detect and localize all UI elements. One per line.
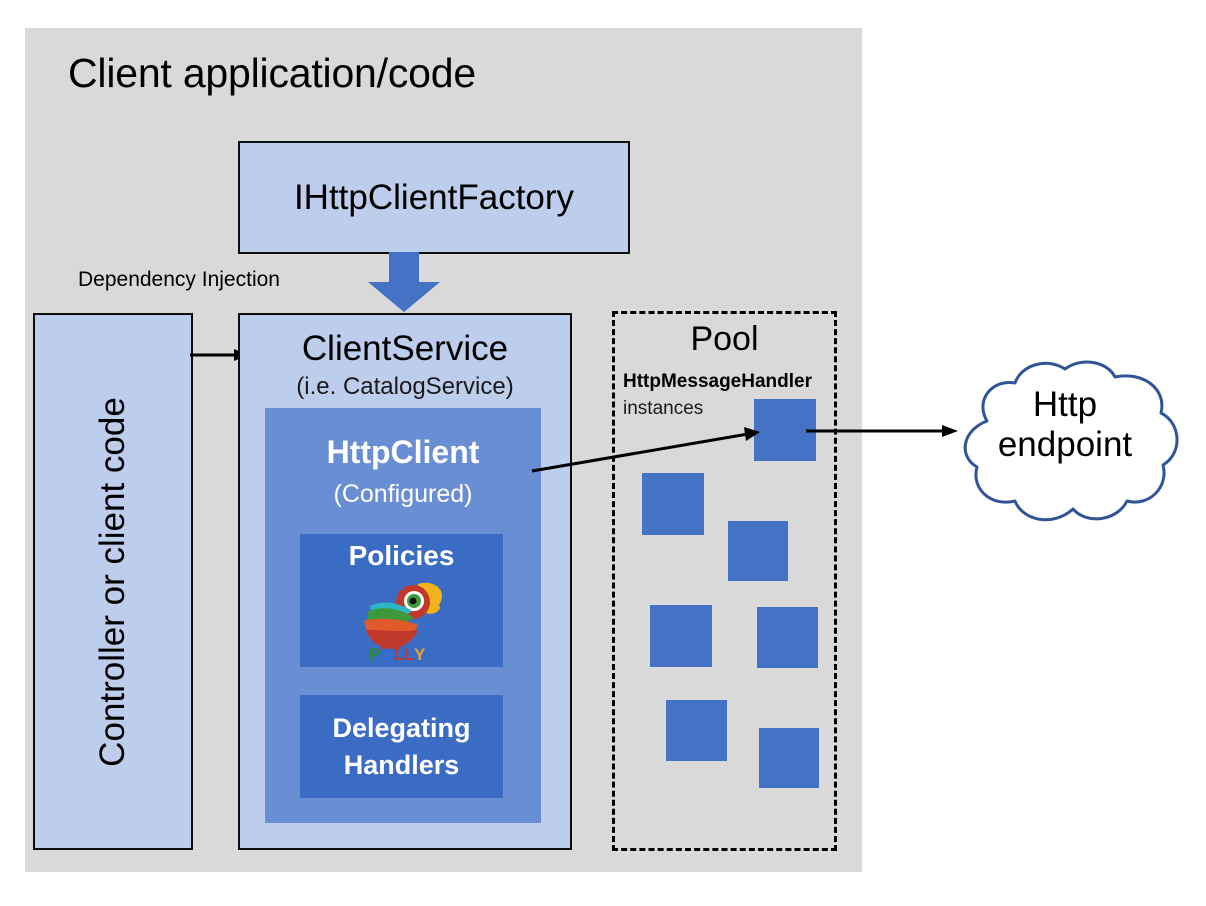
delegating-handlers-line2: Handlers: [343, 749, 460, 780]
dependency-injection-label: Dependency Injection: [78, 268, 280, 291]
pool-subtitle-bold: HttpMessageHandler: [623, 371, 812, 392]
http-endpoint-line1: Http: [1032, 385, 1098, 424]
pool-handler-instance-square: [757, 607, 818, 668]
svg-text:L: L: [404, 645, 414, 662]
delegating-handlers-line1: Delegating: [332, 713, 471, 744]
down-arrow-icon: [368, 252, 440, 312]
pool-handler-instance-square: [728, 521, 788, 581]
svg-text:O: O: [380, 645, 393, 662]
clientservice-subtitle: (i.e. CatalogService): [296, 373, 514, 400]
pool-handler-instance-square: [642, 473, 704, 535]
policies-title: Policies: [348, 540, 455, 571]
svg-text:Y: Y: [414, 645, 426, 662]
pool-subtitle-regular: instances: [623, 398, 704, 419]
http-endpoint-cloud-icon: [963, 360, 1179, 522]
ihttpclientfactory-label: IHttpClientFactory: [293, 177, 575, 217]
polly-parrot-logo-icon: P O L L Y: [363, 582, 442, 662]
pool-title: Pool: [690, 320, 759, 358]
http-endpoint-label: Http endpoint: [980, 385, 1150, 466]
pool-handler-instance-square: [754, 399, 816, 461]
policies-box: Policies P O L: [300, 534, 503, 667]
pool-handler-instance-square: [650, 605, 712, 667]
delegating-handlers-box: Delegating Handlers: [300, 695, 503, 798]
pool-handler-instance-square: [759, 728, 819, 788]
httpclient-title: HttpClient: [326, 434, 480, 470]
clientservice-title: ClientService: [301, 329, 509, 368]
httpclient-subtitle: (Configured): [333, 480, 473, 508]
client-application-title: Client application/code: [68, 50, 476, 96]
http-endpoint-line2: endpoint: [997, 425, 1133, 465]
pool-handler-instance-square: [666, 700, 727, 761]
ihttpclientfactory-box: IHttpClientFactory: [238, 141, 630, 254]
svg-text:L: L: [394, 645, 404, 662]
controller-or-client-code-box: Controller or client code: [33, 313, 193, 850]
controller-or-client-code-label: Controller or client code: [93, 396, 132, 767]
svg-text:P: P: [369, 645, 380, 662]
pool-container: Pool HttpMessageHandler instances: [612, 311, 837, 851]
